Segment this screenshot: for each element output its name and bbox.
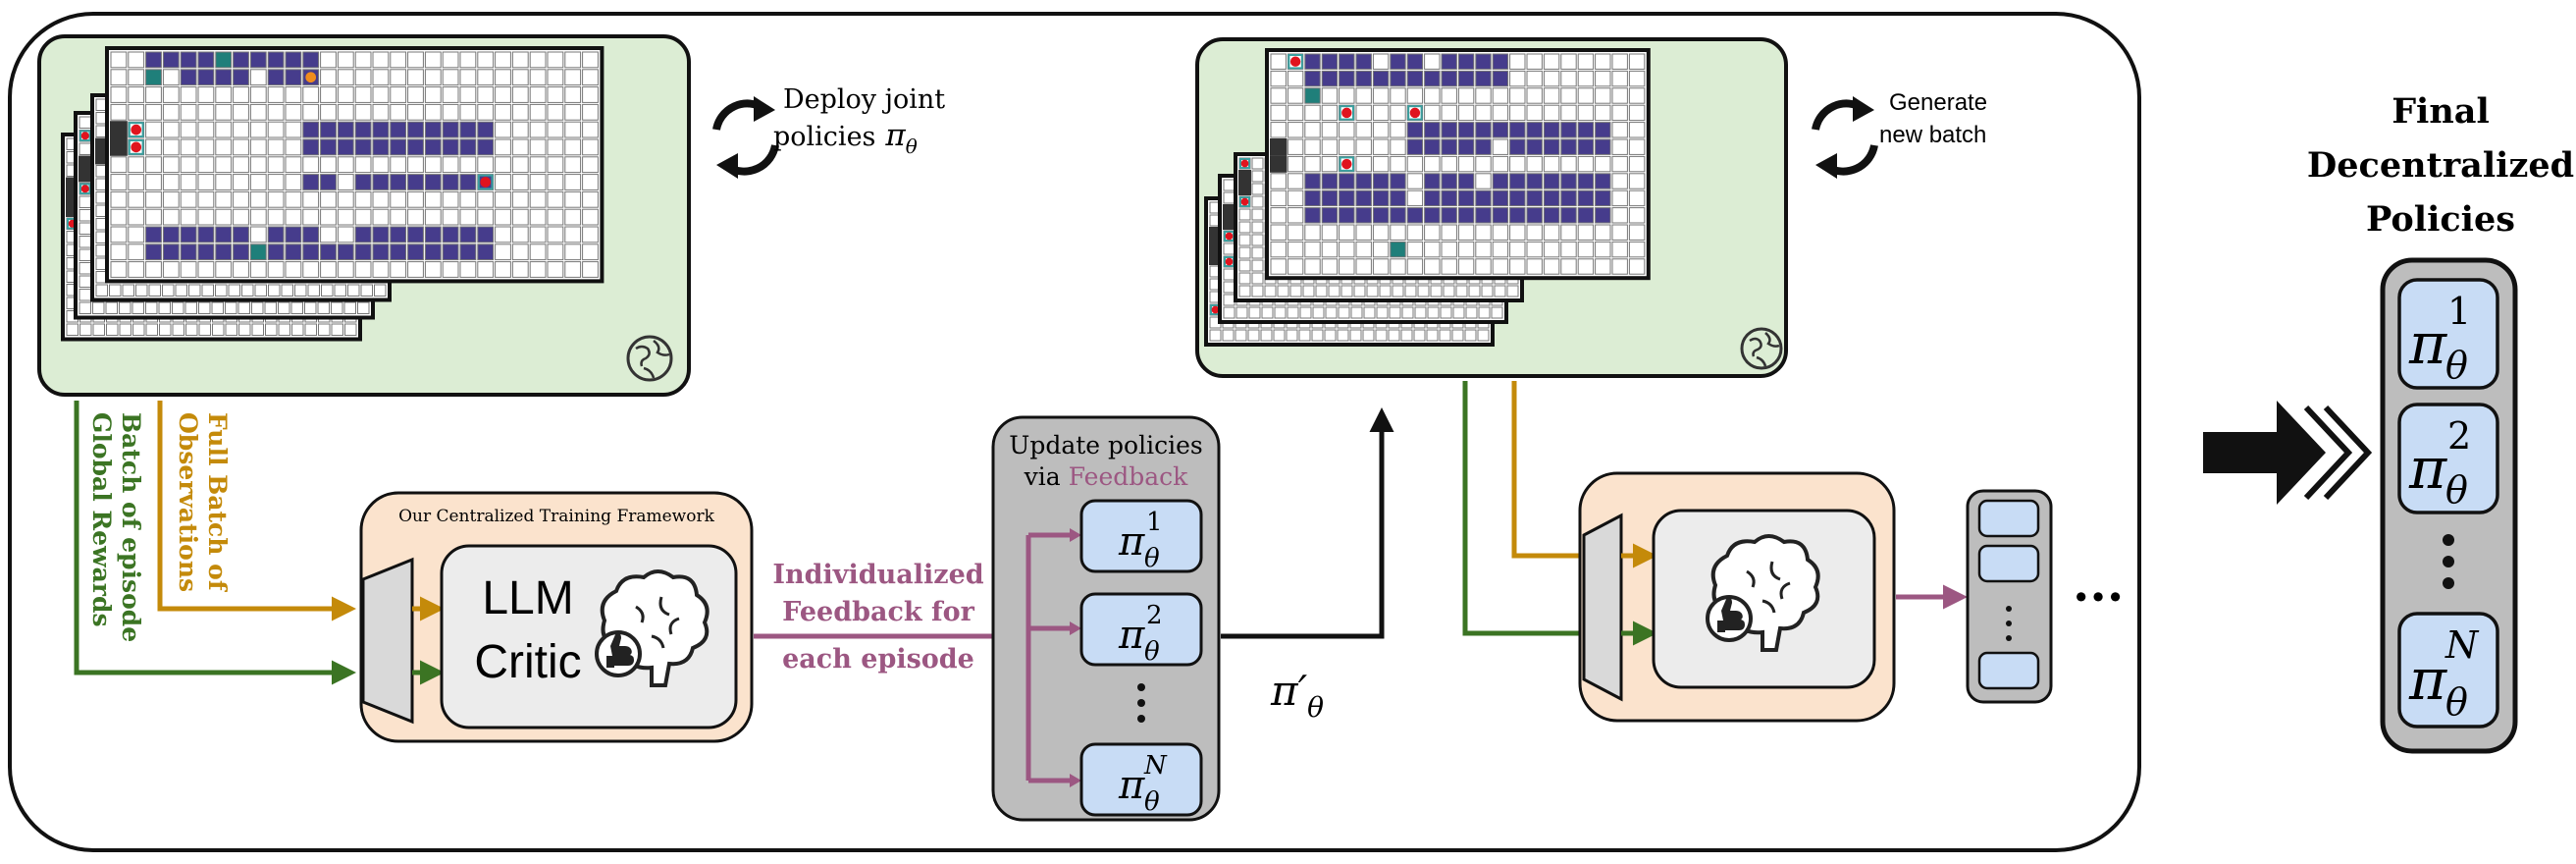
feedback-label-line3: each episode (782, 644, 974, 675)
goal-marker (305, 72, 317, 83)
grid-world-map (105, 46, 605, 284)
grid-world-map (1265, 48, 1651, 281)
svg-text:N: N (1143, 751, 1168, 781)
final-policy-2: π 2 θ (2397, 403, 2499, 514)
svg-text:π: π (2408, 435, 2447, 502)
framework-title: Our Centralized Training Framework (398, 507, 715, 526)
triple-chevron-arrow-icon (2203, 401, 2373, 505)
updated-policy-arrow (1221, 407, 1394, 639)
brain-thumbs-up-icon (595, 569, 710, 687)
agent-marker (1409, 107, 1421, 119)
agent-marker (80, 185, 89, 193)
rewards-label-line1: Batch of episode (117, 412, 145, 642)
agent-marker (131, 141, 142, 153)
env-batch-left (37, 34, 691, 397)
svg-text:θ: θ (1144, 637, 1160, 667)
svg-text:N: N (2445, 623, 2480, 667)
update-title-line1: Update policies (1009, 431, 1202, 459)
final-policy-1: π 1 θ (2397, 278, 2499, 390)
deploy-label-line1: Deploy joint (783, 84, 945, 115)
agent-marker (80, 132, 89, 140)
circular-arrows-icon (1812, 96, 1878, 179)
agent-marker (1341, 158, 1352, 170)
final-title-line3: Policies (2366, 199, 2515, 240)
final-policy-ellipsis (2443, 534, 2454, 589)
policy-box-2: π 2 θ (1079, 592, 1203, 667)
rewards-label-line2: Global Rewards (87, 412, 116, 627)
policy-split-arrows (1025, 532, 1075, 783)
svg-text:θ: θ (1144, 787, 1160, 817)
globe-icon (1740, 327, 1783, 370)
final-title-line1: Final (2392, 91, 2490, 132)
generate-label-line2: new batch (1879, 122, 1986, 148)
feedback-label-line2: Feedback for (782, 597, 974, 627)
final-policies-panel: π 1 θ π 2 θ π N θ (2380, 257, 2518, 754)
globe-icon (626, 335, 673, 382)
agent-marker (1225, 232, 1234, 241)
agent-marker (1240, 197, 1249, 206)
rewards-arrow (74, 401, 356, 685)
svg-text:2: 2 (2447, 414, 2471, 458)
svg-text:θ: θ (2445, 468, 2468, 512)
continuation-ellipsis: ··· (2073, 567, 2124, 625)
observations-label-line2: Observations (174, 412, 202, 592)
svg-text:π: π (1118, 519, 1145, 565)
rewards-arrow-2 (1462, 381, 1614, 646)
svg-text:1: 1 (1146, 508, 1163, 537)
final-title-line2: Decentralized (2307, 145, 2574, 186)
observations-arrow-2 (1511, 381, 1614, 568)
agent-marker (1289, 56, 1301, 67)
svg-text:π: π (1118, 763, 1145, 808)
brain-thumbs-up-icon (1706, 534, 1820, 652)
svg-text:π: π (2408, 646, 2447, 713)
svg-text:θ: θ (2445, 680, 2468, 724)
critic-label-line1: LLM (482, 572, 573, 624)
centralized-framework-2 (1578, 471, 1896, 723)
pi-prime-label: π′θ (1270, 667, 1324, 724)
agent-marker (480, 177, 492, 188)
feedback-label-line1: Individualized (772, 560, 983, 590)
svg-text:2: 2 (1146, 601, 1163, 630)
observations-label-line1: Full Batch of (203, 412, 232, 593)
svg-text:1: 1 (2447, 290, 2471, 333)
svg-text:π: π (2408, 310, 2447, 377)
svg-text:π: π (1118, 613, 1145, 658)
agent-marker (1341, 107, 1352, 119)
final-policy-n: π N θ (2397, 612, 2499, 729)
env-batch-right (1195, 37, 1788, 378)
centralized-framework: Our Centralized Training Framework LLM C… (359, 491, 754, 743)
agent-marker (131, 124, 142, 135)
policy-box-1: π 1 θ (1079, 499, 1203, 573)
agent-marker (1211, 305, 1220, 314)
policy-box-n: π N θ (1079, 742, 1203, 817)
critic-label-line2: Critic (474, 636, 581, 688)
agent-marker (1225, 257, 1234, 266)
generate-label-line1: Generate (1889, 89, 1987, 116)
agent-marker (1240, 159, 1249, 168)
svg-text:θ: θ (1144, 544, 1160, 573)
observations-arrow (157, 401, 356, 621)
svg-text:θ: θ (2445, 344, 2468, 387)
policy-vertical-ellipsis (1137, 683, 1145, 723)
circular-arrows-icon (712, 96, 779, 179)
policy-panel-mini (1966, 489, 2053, 704)
input-merger (361, 557, 414, 725)
